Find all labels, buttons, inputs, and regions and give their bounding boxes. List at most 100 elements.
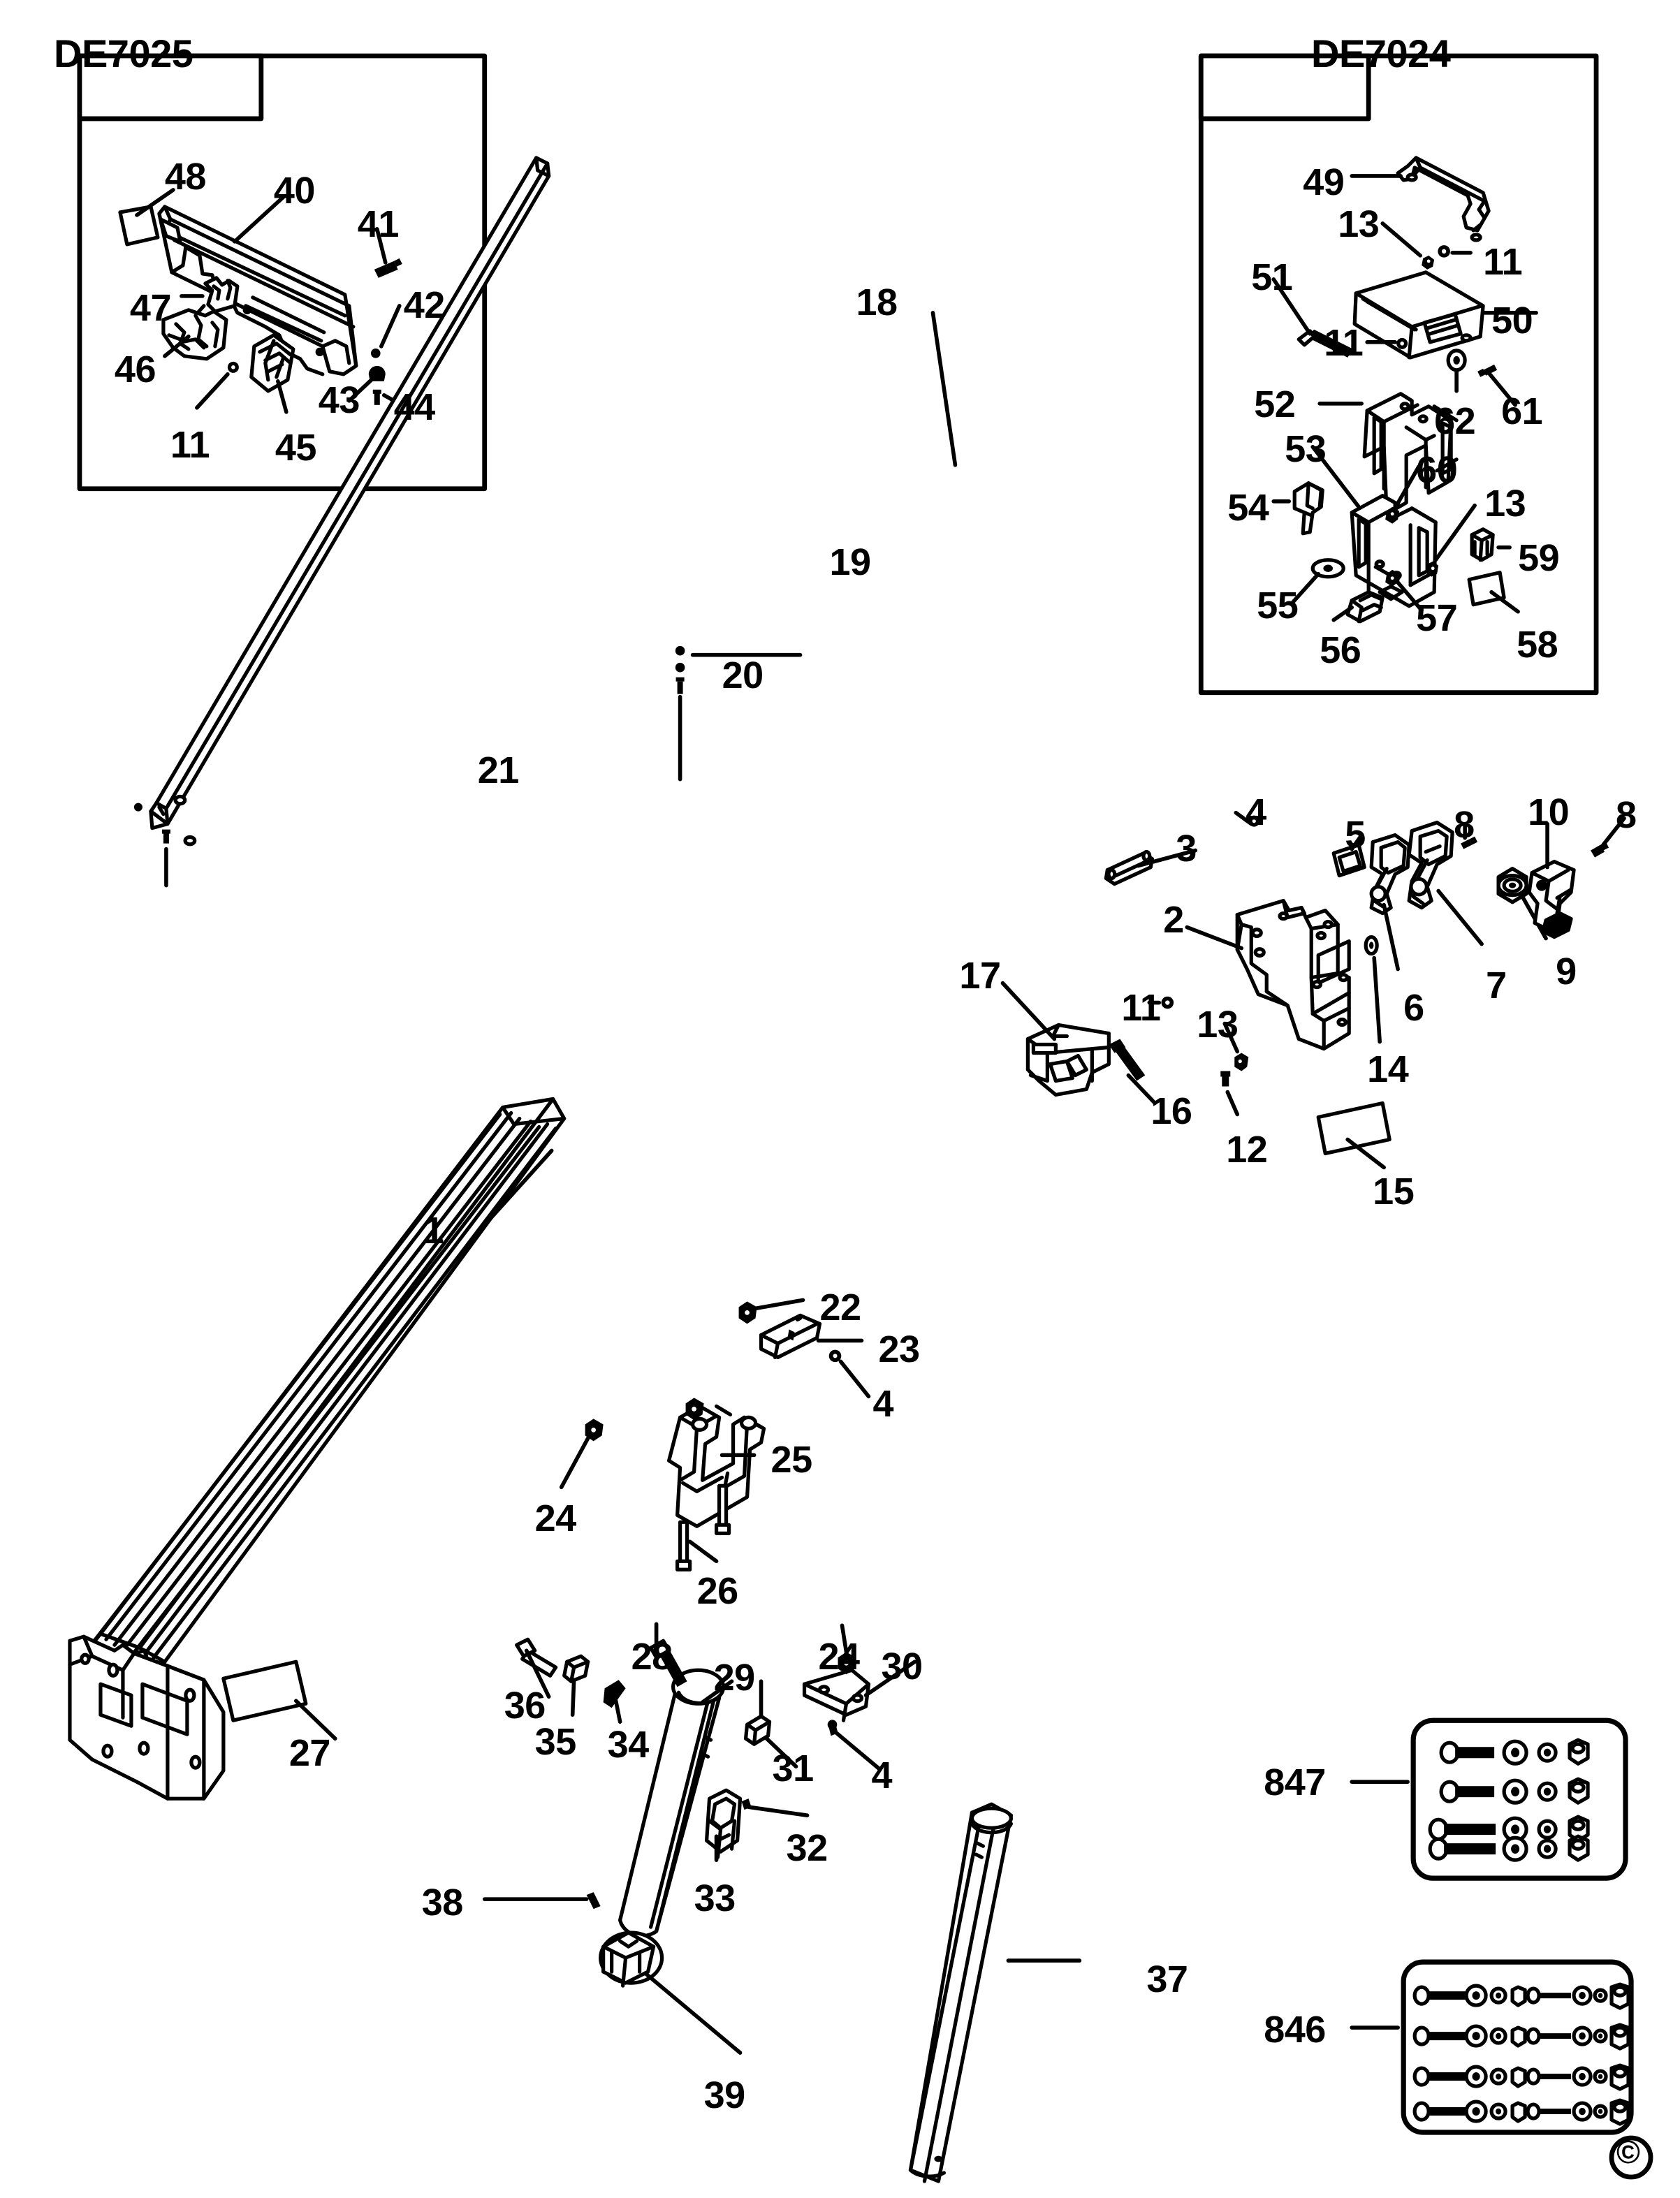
part-22-shape bbox=[738, 1301, 757, 1324]
part-31-shape bbox=[743, 1714, 772, 1746]
part-12-shape bbox=[1220, 1071, 1231, 1087]
callout-846: 846 bbox=[1264, 2009, 1326, 2051]
callout-11: 11 bbox=[1324, 321, 1364, 364]
part-48-shape bbox=[118, 205, 160, 247]
part-61-shape bbox=[1477, 364, 1498, 377]
part-26-shape bbox=[675, 1483, 731, 1571]
callout-39: 39 bbox=[703, 2074, 746, 2117]
part-30-shape bbox=[802, 1668, 871, 1722]
callout-31: 31 bbox=[772, 1748, 815, 1790]
callout-30: 30 bbox=[881, 1646, 923, 1688]
part-1-shape bbox=[82, 1097, 567, 1678]
part-37-shape bbox=[908, 1802, 1013, 2183]
leader-42 bbox=[379, 304, 402, 349]
callout-4: 4 bbox=[872, 1383, 894, 1426]
callout-26: 26 bbox=[696, 1570, 739, 1613]
leader-46 bbox=[163, 335, 191, 358]
callout-2: 2 bbox=[1163, 898, 1184, 941]
part-4b-shape bbox=[828, 1349, 842, 1363]
part-11-de7024-lower-shape bbox=[1396, 337, 1408, 349]
leader-12 bbox=[1225, 1090, 1240, 1117]
copyright-label: © bbox=[1616, 2134, 1640, 2170]
callout-17: 17 bbox=[959, 954, 1001, 997]
part-55-shape bbox=[1310, 558, 1345, 579]
part-13-lower-shape bbox=[1426, 561, 1439, 577]
callout-9: 9 bbox=[1556, 950, 1577, 992]
callout-19: 19 bbox=[829, 541, 872, 583]
leader-31 bbox=[764, 1736, 798, 1768]
callout-48: 48 bbox=[164, 155, 207, 198]
part-33-shape bbox=[704, 1788, 743, 1859]
part-38-shape bbox=[586, 1892, 601, 1910]
callout-6: 6 bbox=[1403, 986, 1424, 1029]
leader-7 bbox=[1436, 888, 1484, 946]
leader-30 bbox=[863, 1660, 917, 1698]
part-24a-shape bbox=[585, 1419, 604, 1442]
leader-53 bbox=[1310, 444, 1361, 509]
part-42-shape bbox=[370, 349, 381, 358]
leader-8b bbox=[1601, 816, 1626, 847]
callout-4: 4 bbox=[1246, 791, 1266, 833]
part-54-shape bbox=[1292, 481, 1324, 536]
leader-56 bbox=[1331, 605, 1354, 622]
leader-5 bbox=[1350, 833, 1364, 851]
leader-51 bbox=[1271, 277, 1313, 336]
leader-4c bbox=[834, 1731, 882, 1771]
leader-22 bbox=[753, 1298, 805, 1311]
callout-24: 24 bbox=[534, 1497, 577, 1540]
callout-25: 25 bbox=[770, 1439, 813, 1481]
leader-45 bbox=[276, 379, 288, 414]
callout-40: 40 bbox=[273, 169, 316, 212]
part-3-shape bbox=[1104, 850, 1154, 886]
callout-12: 12 bbox=[1226, 1129, 1268, 1171]
part-21-shape bbox=[133, 794, 197, 847]
leader-40 bbox=[233, 195, 286, 244]
callout-60: 60 bbox=[1416, 448, 1458, 491]
callout-56: 56 bbox=[1320, 629, 1361, 671]
leader-15 bbox=[1345, 1137, 1386, 1170]
part-45-shape bbox=[249, 333, 295, 393]
callout-8: 8 bbox=[1454, 803, 1475, 846]
callout-37: 37 bbox=[1146, 1958, 1188, 2001]
part-11-de7025-shape bbox=[227, 361, 239, 373]
panel-de7025-border bbox=[77, 53, 488, 492]
leader-17 bbox=[1000, 981, 1057, 1041]
callout-11: 11 bbox=[1483, 240, 1523, 283]
callout-18: 18 bbox=[856, 281, 898, 323]
part-50-shape bbox=[1352, 270, 1485, 360]
panel-title-de7025: DE7025 bbox=[54, 31, 193, 75]
leader-32 bbox=[746, 1805, 810, 1817]
leader-39 bbox=[643, 1971, 743, 2055]
part-11-mid-shape bbox=[1161, 996, 1174, 1009]
callout-43: 43 bbox=[318, 379, 360, 421]
callout-20: 20 bbox=[722, 654, 764, 696]
leader-3 bbox=[1136, 848, 1198, 868]
part-24b-shape bbox=[838, 1652, 856, 1675]
part-35-shape bbox=[562, 1654, 590, 1683]
leader-18 bbox=[930, 311, 958, 467]
leader-4a bbox=[1234, 810, 1254, 826]
part-41-shape bbox=[374, 258, 402, 278]
leader-57 bbox=[1394, 578, 1424, 613]
part-17-shape bbox=[1025, 1023, 1111, 1097]
part-9-shape bbox=[1496, 867, 1528, 904]
leader-60 bbox=[1394, 464, 1421, 508]
leader-35 bbox=[570, 1678, 576, 1717]
callout-33: 33 bbox=[694, 1877, 736, 1920]
callout-13: 13 bbox=[1484, 482, 1526, 525]
leader-36 bbox=[524, 1648, 551, 1699]
callout-52: 52 bbox=[1254, 383, 1296, 425]
rail-end-bracket-shape bbox=[68, 1634, 226, 1801]
callout-23: 23 bbox=[878, 1328, 920, 1371]
leader-26 bbox=[687, 1539, 719, 1564]
callout-38: 38 bbox=[421, 1882, 464, 1924]
leader-34 bbox=[613, 1699, 622, 1724]
leader-13-lower bbox=[1433, 503, 1477, 562]
leader-4b bbox=[838, 1359, 871, 1399]
callout-49: 49 bbox=[1303, 161, 1345, 203]
callout-45: 45 bbox=[275, 426, 317, 469]
part-59-shape bbox=[1470, 527, 1495, 562]
part-14-shape bbox=[1364, 935, 1379, 956]
leader-11-de7025 bbox=[195, 372, 230, 410]
